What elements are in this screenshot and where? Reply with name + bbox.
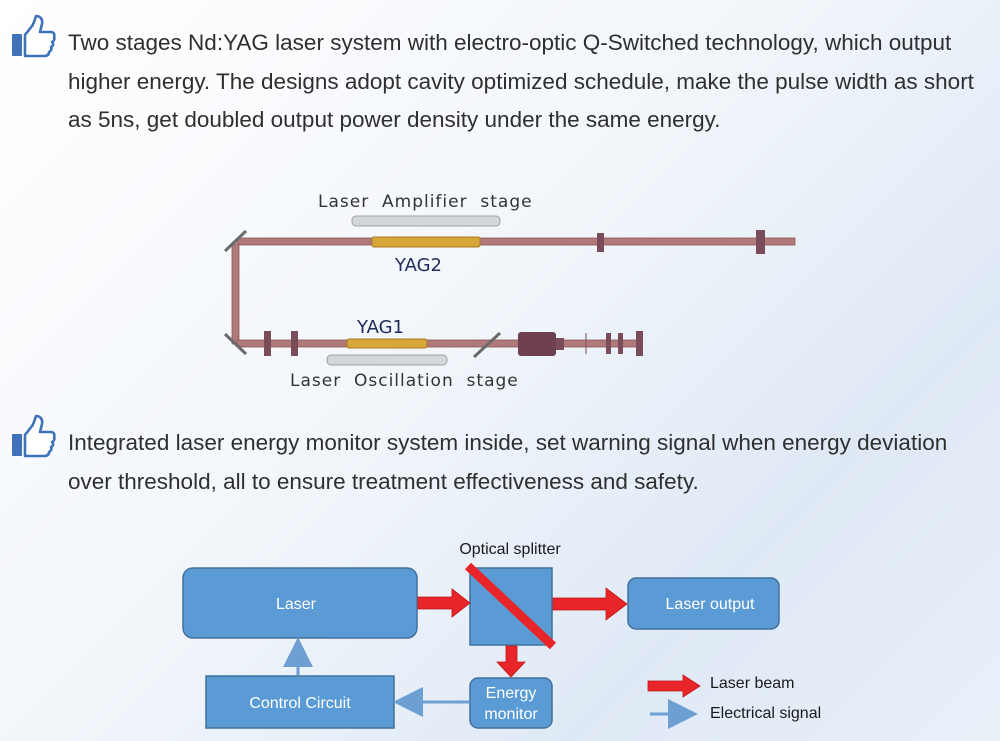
upper-optic-2	[756, 230, 765, 254]
oscillation-stage-label: Laser Oscillation stage	[290, 371, 519, 391]
lower-optic-2	[291, 331, 298, 356]
q-switch-end	[556, 338, 564, 350]
upper-beam	[236, 237, 796, 246]
oscillator-flash-lamp	[326, 354, 448, 366]
yag1-rod	[346, 338, 428, 349]
yag1-label: YAG1	[356, 317, 404, 338]
feature-paragraph-1: Two stages Nd:YAG laser system with elec…	[68, 30, 974, 132]
vertical-beam	[231, 243, 240, 345]
upper-optic-1	[597, 233, 604, 252]
upper-fold-mirror	[223, 229, 248, 253]
amplifier-flash-lamp	[351, 215, 501, 227]
yag2-label: YAG2	[394, 255, 442, 276]
rear-mirror	[636, 331, 643, 356]
amplifier-stage-label: Laser Amplifier stage	[318, 192, 533, 212]
beam-path	[231, 237, 796, 348]
oscillator-mirror	[472, 331, 502, 359]
thumbs-up-icon	[12, 414, 56, 458]
lower-optic-3	[606, 333, 611, 354]
lower-optic-1	[264, 331, 271, 356]
q-switch-cell	[518, 332, 556, 356]
thumbs-up-icon	[12, 14, 56, 58]
lower-fold-mirror	[223, 332, 248, 356]
yag2-rod	[371, 236, 481, 248]
feature-paragraph-2: Integrated laser energy monitor system i…	[68, 430, 948, 494]
lower-optic-4	[618, 333, 623, 354]
